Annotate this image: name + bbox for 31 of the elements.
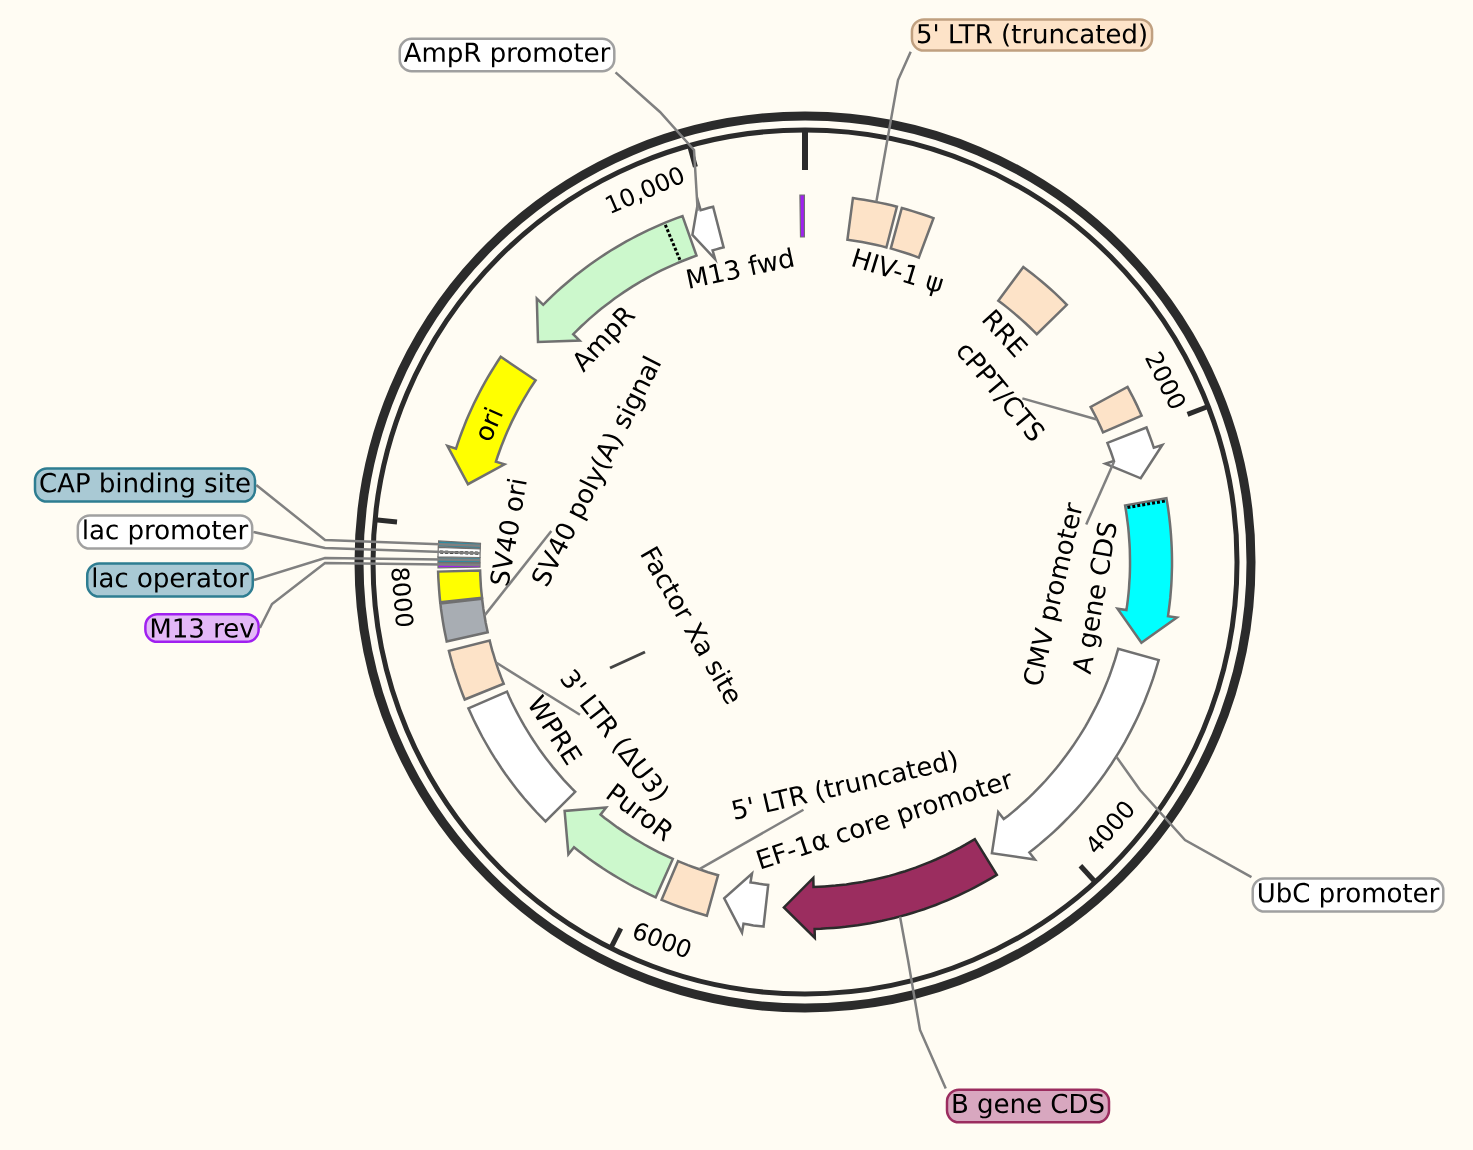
feature-segment [722, 870, 770, 937]
feature-label: M13 fwd [686, 247, 794, 289]
feature-box [436, 569, 484, 604]
label-box: AmpR promoter [398, 37, 616, 73]
leader-line [253, 556, 480, 582]
tick-label: 2000 [1145, 351, 1185, 409]
label-box: lac operator [86, 562, 255, 598]
label-box: B gene CDS [945, 1088, 1111, 1124]
label-box: UbC promoter [1251, 877, 1445, 913]
leader-line [898, 916, 947, 1089]
label-box: CAP binding site [33, 467, 257, 503]
leader-line [1115, 755, 1253, 879]
leader-line [1085, 461, 1116, 526]
leader-line [253, 530, 480, 555]
feature-bar [799, 194, 805, 238]
feature-box [846, 196, 899, 249]
tick-label: 6000 [634, 923, 691, 957]
leader-line [1022, 397, 1098, 421]
label-box: lac promoter [76, 514, 254, 550]
leader-line [614, 71, 699, 211]
leader-line [258, 561, 480, 629]
leader-line [483, 530, 553, 617]
leader-line [495, 661, 581, 716]
leader-line [255, 484, 481, 548]
leader-line [875, 51, 912, 202]
leader-line [698, 808, 805, 871]
feature-label: HIV-1 ψ [852, 248, 944, 297]
tick-label: 8000 [391, 568, 414, 627]
label-box: M13 rev [144, 612, 260, 644]
site-mark [609, 650, 646, 670]
label-box: 5' LTR (truncated) [910, 18, 1154, 52]
